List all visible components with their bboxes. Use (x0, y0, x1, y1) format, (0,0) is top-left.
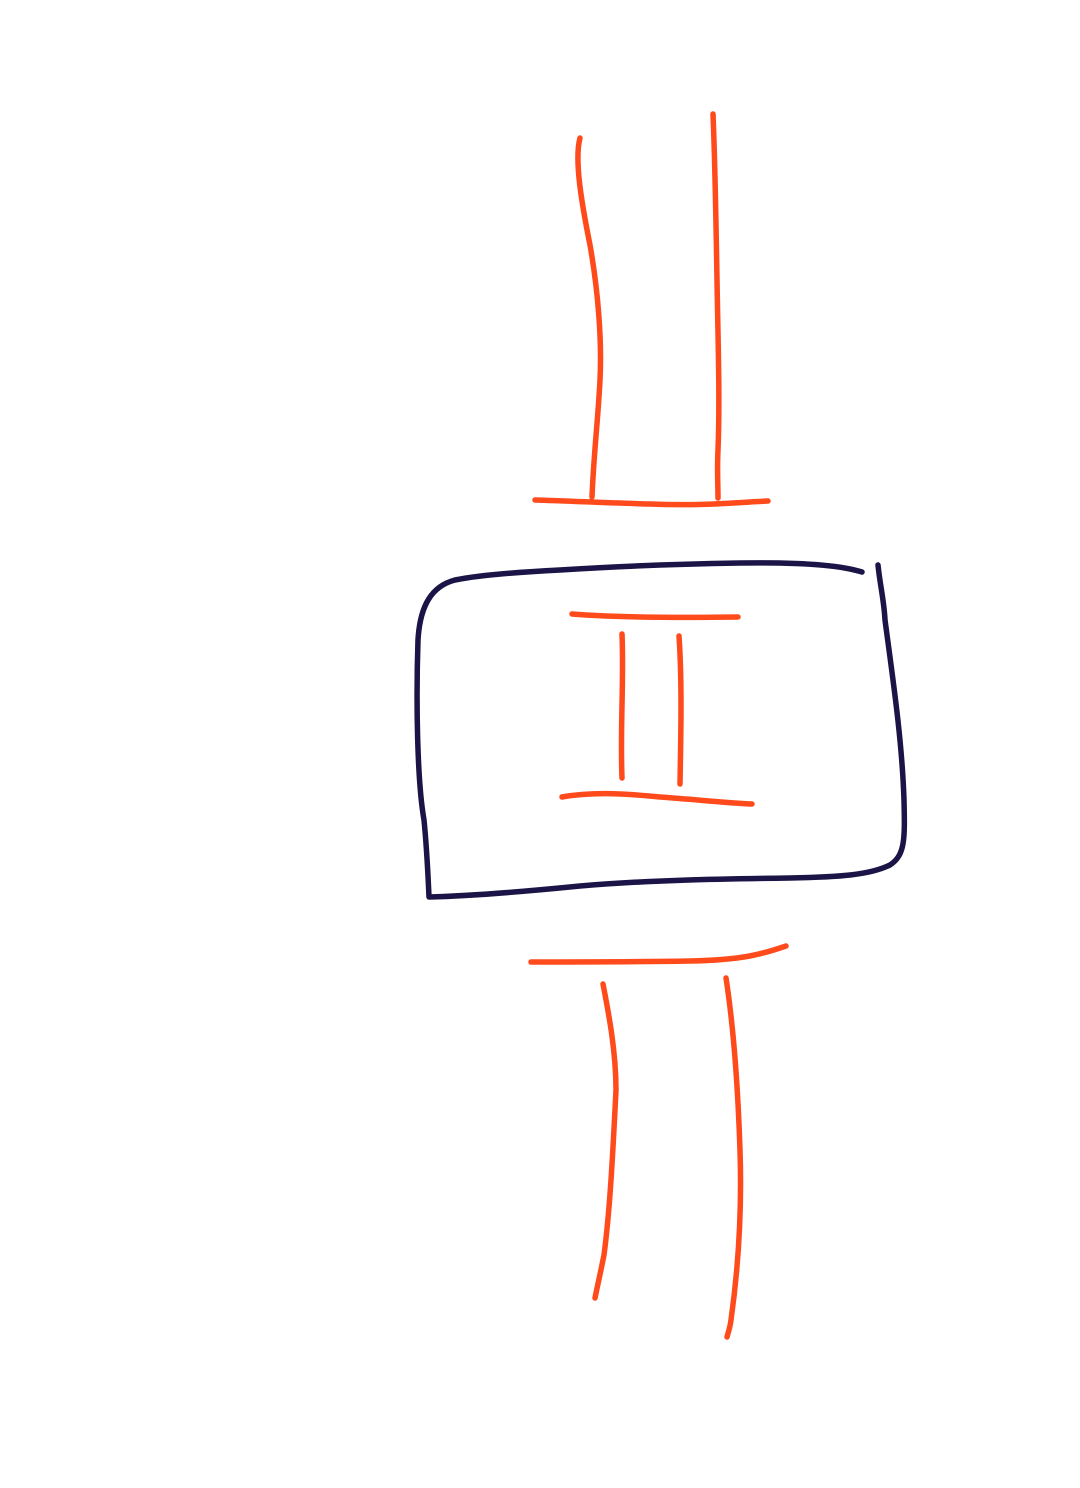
lower-vertical-line-right (723, 975, 744, 1340)
inner-top-bar (569, 611, 741, 621)
upper-vertical-line-left (575, 135, 604, 500)
lower-horizontal-line (528, 943, 789, 965)
inner-bottom-bar (559, 790, 755, 807)
upper-vertical-line-right (710, 111, 722, 501)
rounded-box (414, 560, 908, 900)
inner-vertical-line-left (618, 631, 626, 781)
lower-vertical-line-left (592, 981, 619, 1301)
upper-horizontal-line (532, 497, 771, 508)
inner-vertical-line-right (676, 633, 684, 787)
